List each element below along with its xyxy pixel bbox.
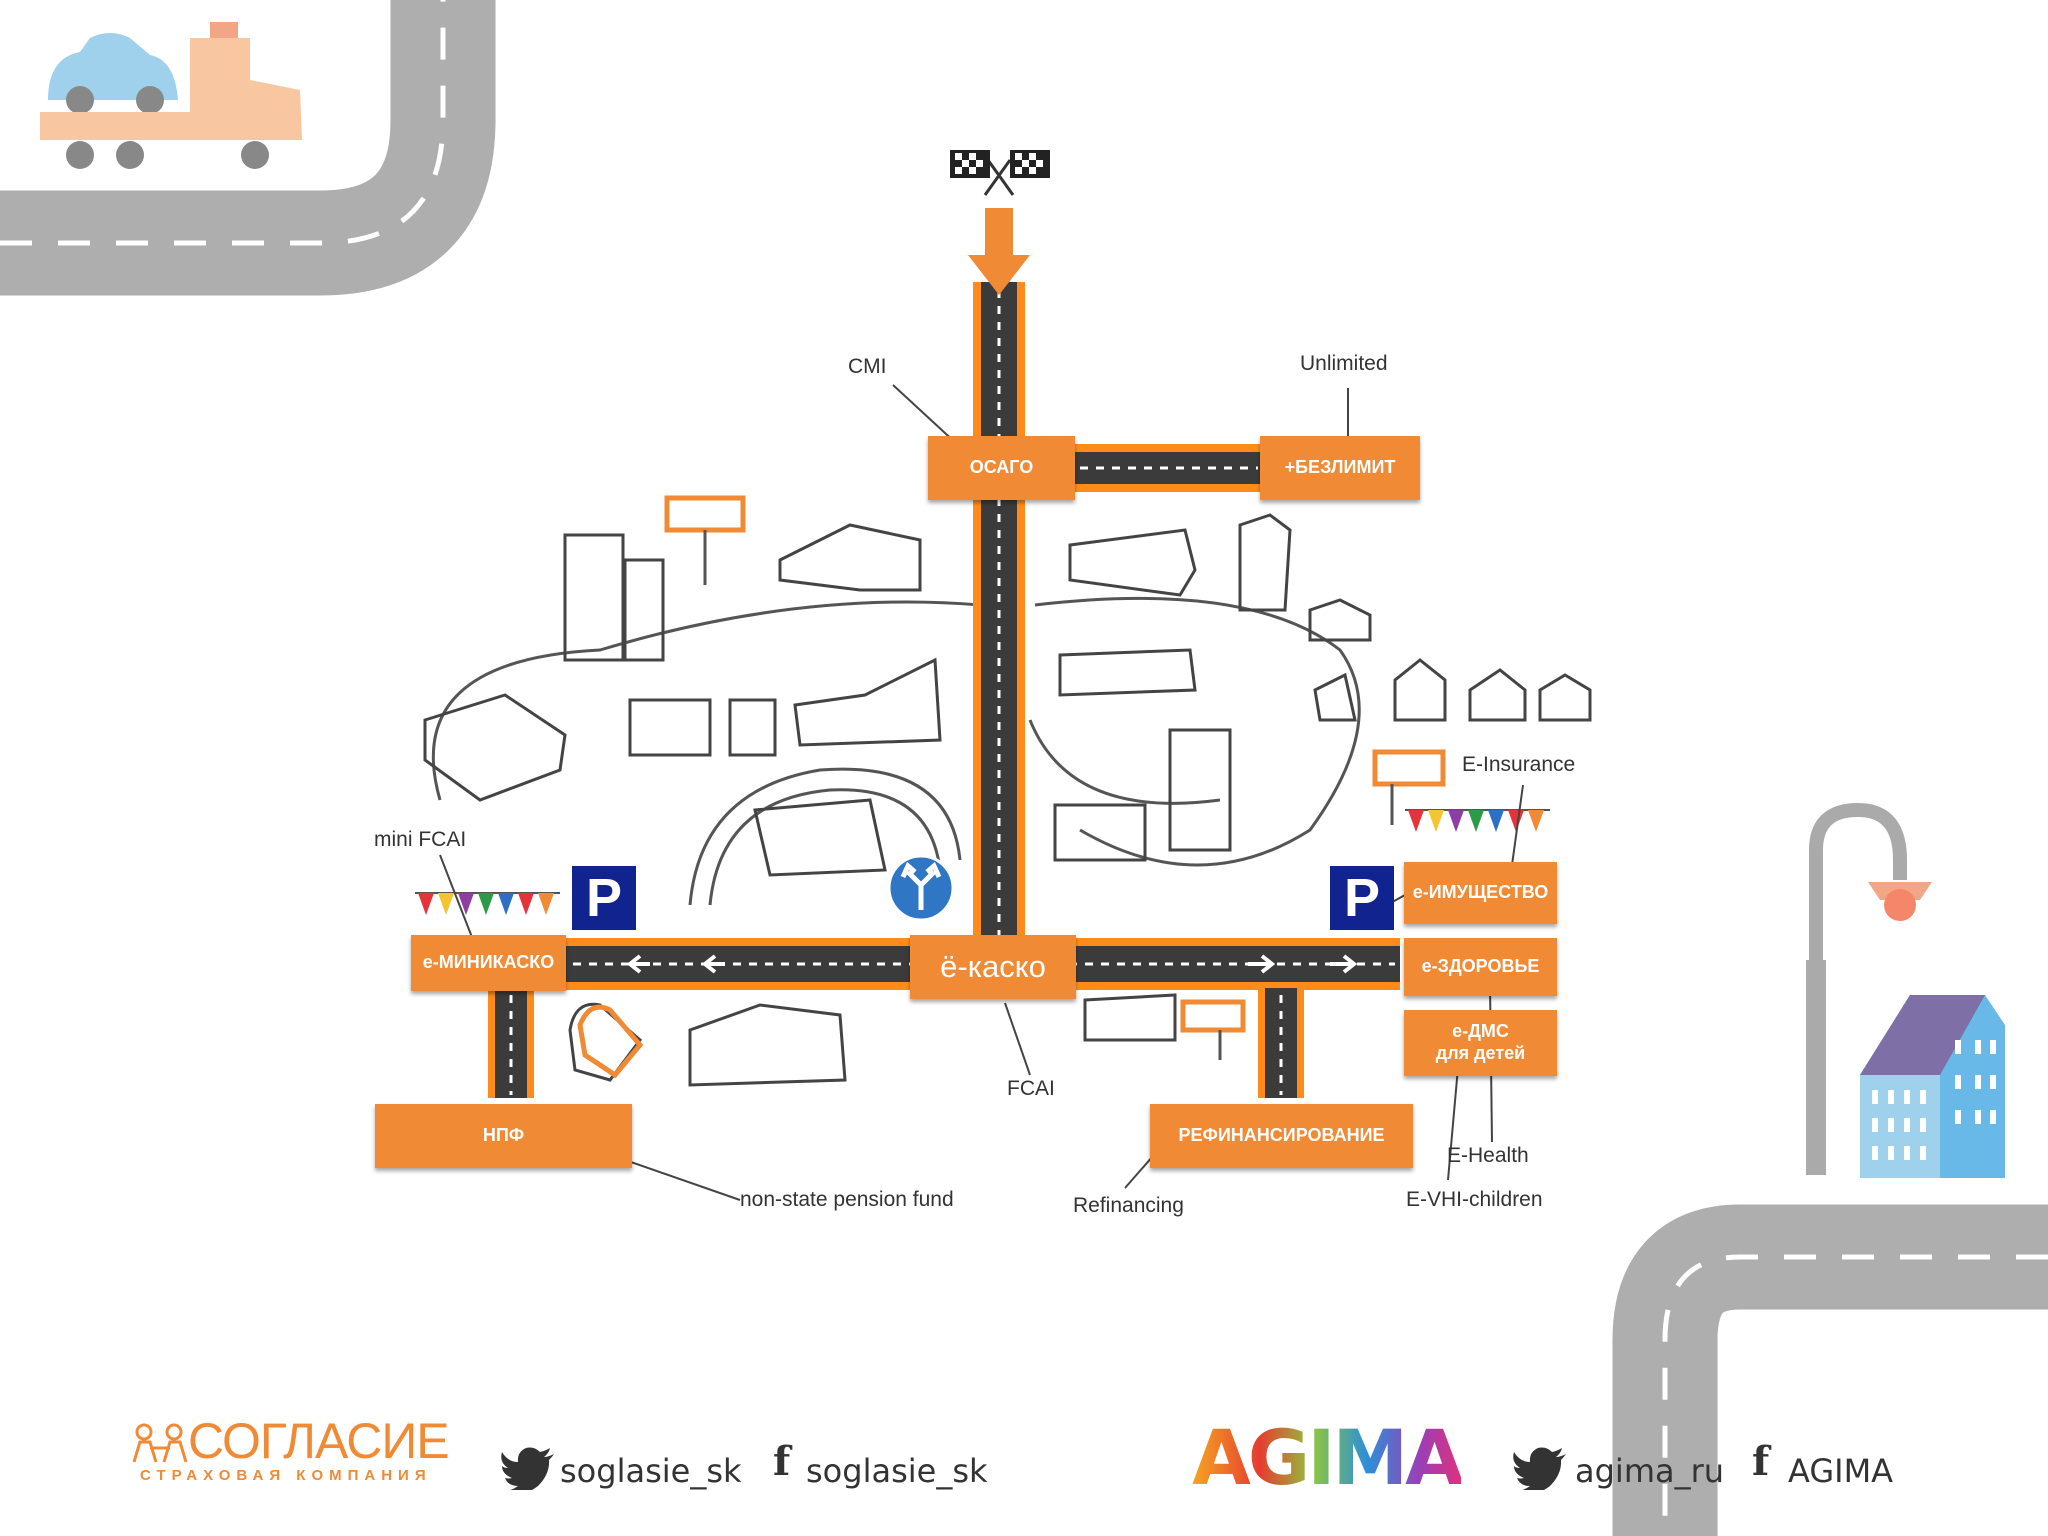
soglasie-name: СОГЛАСИЕ xyxy=(188,1413,450,1469)
twitter-icon xyxy=(1513,1447,1566,1490)
refinansirovanie-box[interactable]: РЕФИНАНСИРОВАНИЕ xyxy=(1150,1104,1413,1168)
label-unlimited: Unlimited xyxy=(1300,352,1388,375)
label-pension-fund: non-state pension fund xyxy=(740,1188,954,1211)
car-icon xyxy=(48,33,178,114)
agima-logo[interactable]: AGIMA xyxy=(1192,1420,1464,1496)
bunting-flags xyxy=(415,809,1550,915)
finish-arrow xyxy=(968,208,1030,295)
soglasie-people-icon xyxy=(132,1423,188,1463)
twitter-icon xyxy=(501,1447,554,1490)
agima-logo-text: AGIMA xyxy=(1192,1413,1464,1502)
label-e-vhi-children: E-VHI-children xyxy=(1406,1188,1543,1211)
parking-sign-right: P xyxy=(1330,866,1394,930)
finish-flags-icon xyxy=(950,150,1050,196)
soglasie-logo[interactable]: СОГЛАСИЕ СТРАХОВАЯ КОМПАНИЯ xyxy=(130,1413,470,1484)
agima-facebook-handle[interactable]: AGIMA xyxy=(1788,1452,1894,1490)
label-mini-fcai: mini FCAI xyxy=(374,828,467,851)
bezlimit-box[interactable]: +БЕЗЛИМИТ xyxy=(1260,436,1420,500)
ezdorovye-box[interactable]: е-ЗДОРОВЬЕ xyxy=(1404,938,1557,996)
ekasko-box[interactable]: ё-каско xyxy=(910,935,1076,999)
building-icon xyxy=(1860,995,2005,1178)
eminikasko-box[interactable]: е-МИНИКАСКО xyxy=(411,935,566,991)
label-fcai: FCAI xyxy=(1007,1077,1055,1100)
label-e-insurance: E-Insurance xyxy=(1462,753,1576,776)
label-refinancing: Refinancing xyxy=(1073,1194,1184,1217)
bottom-right-road xyxy=(1612,1204,2048,1536)
sketched-buildings xyxy=(423,513,1592,1087)
soglasie-twitter-handle[interactable]: soglasie_sk xyxy=(560,1452,742,1490)
osago-box[interactable]: ОСАГО xyxy=(928,436,1075,500)
top-left-road xyxy=(0,0,496,296)
soglasie-facebook-handle[interactable]: soglasie_sk xyxy=(806,1452,988,1490)
street-lamp-icon xyxy=(1806,802,1932,1175)
signboards xyxy=(577,495,1446,1079)
facebook-icon: f xyxy=(1752,1438,1770,1485)
loop-path xyxy=(431,596,1361,867)
truck-icon xyxy=(40,22,302,169)
eimushchestvo-box[interactable]: е-ИМУЩЕСТВО xyxy=(1404,862,1557,924)
npf-box[interactable]: НПФ xyxy=(375,1104,632,1168)
edms-line-1: е-ДМС xyxy=(1452,1021,1509,1042)
edms-line-2: для детей xyxy=(1435,1043,1526,1063)
soglasie-tagline: СТРАХОВАЯ КОМПАНИЯ xyxy=(140,1467,432,1484)
label-cmi: CMI xyxy=(848,355,887,378)
edms-children-box[interactable]: е-ДМС для детей xyxy=(1404,1010,1557,1076)
direction-sign-icon xyxy=(887,854,955,922)
label-e-health: E-Health xyxy=(1447,1144,1529,1167)
agima-twitter-handle[interactable]: agima_ru xyxy=(1575,1452,1725,1490)
facebook-icon: f xyxy=(773,1438,791,1485)
parking-sign-left: P xyxy=(572,866,636,930)
